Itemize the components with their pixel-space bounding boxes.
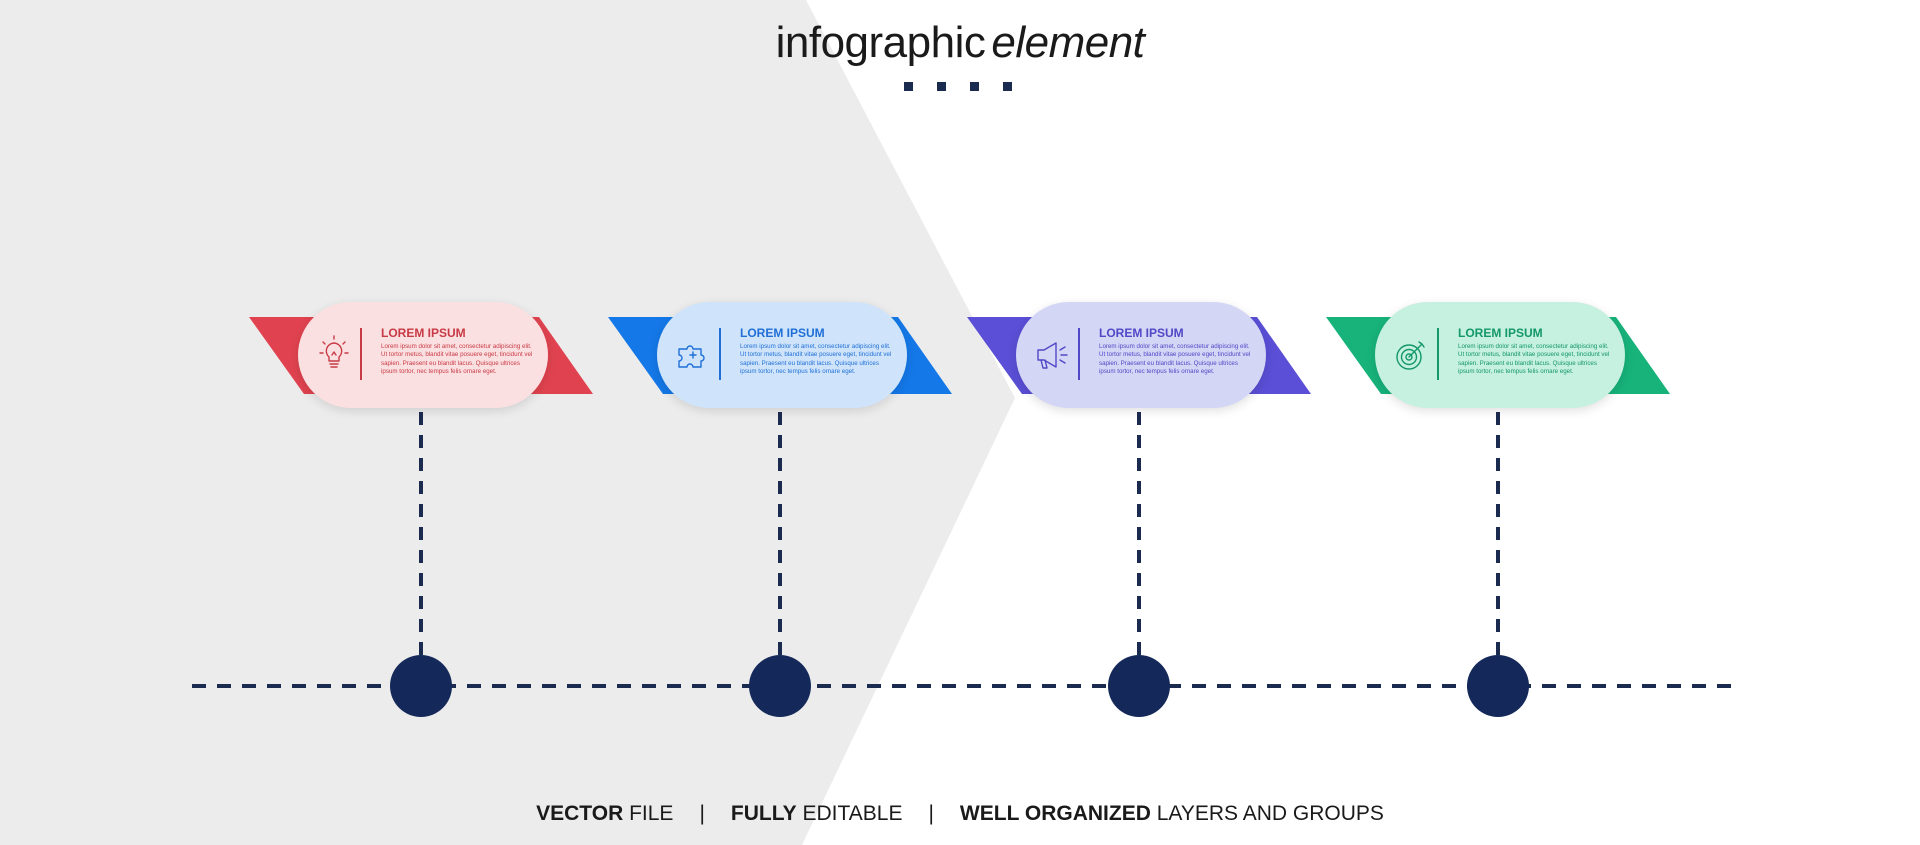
title-italic: element [991,18,1145,67]
footer-organized-rest: LAYERS AND GROUPS [1150,802,1384,825]
background-chevron [0,0,1015,845]
step-node [749,655,811,717]
step-card: LOREM IPSUM Lorem ipsum dolor sit amet, c… [298,302,548,408]
step-heading: LOREM IPSUM [1099,326,1184,340]
step-heading: LOREM IPSUM [1458,326,1543,340]
card-divider [360,328,362,380]
step-body-text: Lorem ipsum dolor sit amet, consectetur … [740,343,892,376]
step-node [1467,655,1529,717]
step-node [1108,655,1170,717]
footer-editable-bold: FULLY [730,802,797,825]
step-body-text: Lorem ipsum dolor sit amet, consectetur … [381,343,533,376]
step-card: LOREM IPSUM Lorem ipsum dolor sit amet, c… [657,302,907,408]
megaphone-icon [1030,333,1074,377]
footer-organized-bold: WELL ORGANIZED [959,802,1151,825]
card-divider [719,328,721,380]
title-main: infographic [775,18,986,67]
footer-separator: | [699,802,705,825]
step-card: LOREM IPSUM Lorem ipsum dolor sit amet, c… [1016,302,1266,408]
step-body-text: Lorem ipsum dolor sit amet, consectetur … [1458,343,1610,376]
title-dot [970,82,979,91]
footer-vector-bold: VECTOR [536,802,624,825]
step-node [390,655,452,717]
footer-separator: | [928,802,934,825]
step-body-text: Lorem ipsum dolor sit amet, consectetur … [1099,343,1251,376]
puzzle-icon [671,333,715,377]
footer: VECTOR FILE | FULLY EDITABLE | WELL ORGANIZE… [0,802,1920,826]
title-dot [937,82,946,91]
lightbulb-icon [312,333,356,377]
step-heading: LOREM IPSUM [740,326,825,340]
step-card: LOREM IPSUM Lorem ipsum dolor sit amet, c… [1375,302,1625,408]
title-dots [904,82,1014,92]
footer-vector-rest: FILE [623,802,674,825]
target-icon [1389,333,1433,377]
title-dot [904,82,913,91]
card-divider [1437,328,1439,380]
footer-editable-rest: EDITABLE [796,802,903,825]
title-dot [1003,82,1012,91]
card-divider [1078,328,1080,380]
step-heading: LOREM IPSUM [381,326,466,340]
